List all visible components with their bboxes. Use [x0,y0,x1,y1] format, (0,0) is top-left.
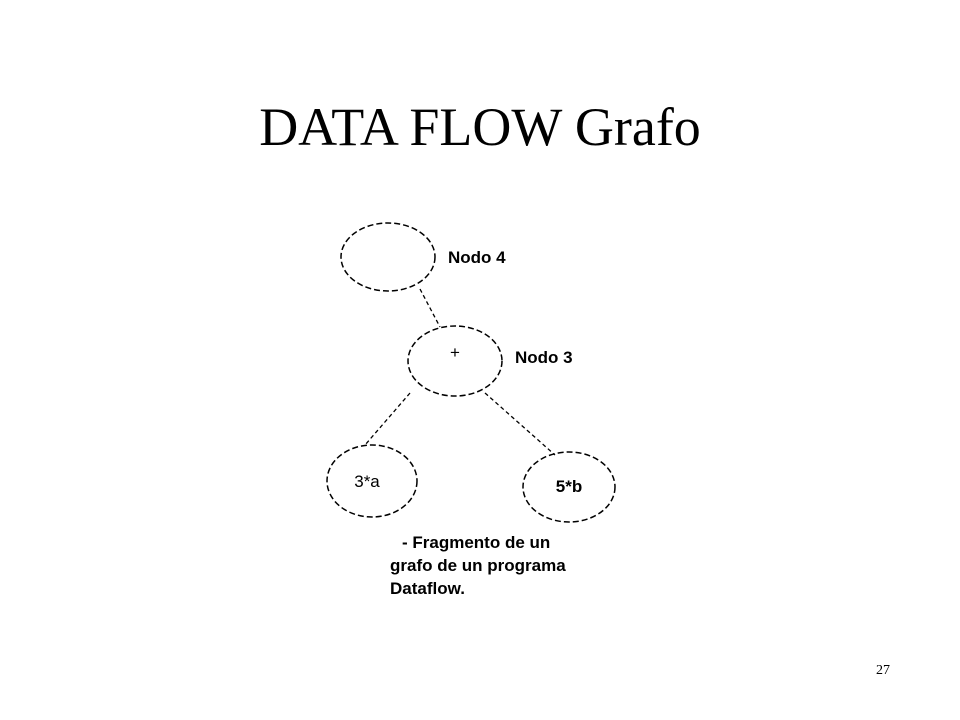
right-operand-text: 5*b [556,477,582,496]
dataflow-graph-svg: Nodo 4 + Nodo 3 3*a 5*b [326,222,616,523]
nodo3-node [407,325,503,397]
slide-title: DATA FLOW Grafo [259,97,701,157]
caption-line-3: Dataflow. [390,579,465,598]
right-operand-node [522,451,616,523]
nodo3-operator: + [450,343,460,362]
left-operand-node [326,444,418,518]
dataflow-graph: Nodo 4 + Nodo 3 3*a 5*b [300,205,660,620]
page-number: 27 [876,663,890,678]
edge-right-operand-to-nodo3 [484,392,556,456]
edge-left-operand-to-nodo3 [364,392,411,446]
caption-line-2: grafo de un programa [390,556,566,575]
left-operand-text: 3*a [354,472,380,491]
nodo4-node [340,222,436,292]
edge-nodo3-to-nodo4 [419,288,441,328]
nodo3-label: Nodo 3 [515,348,573,367]
caption-line-1: - Fragmento de un [402,533,551,552]
nodo4-label: Nodo 4 [448,248,506,267]
diagram-caption: - Fragmento de un grafo de un programa D… [390,531,650,600]
